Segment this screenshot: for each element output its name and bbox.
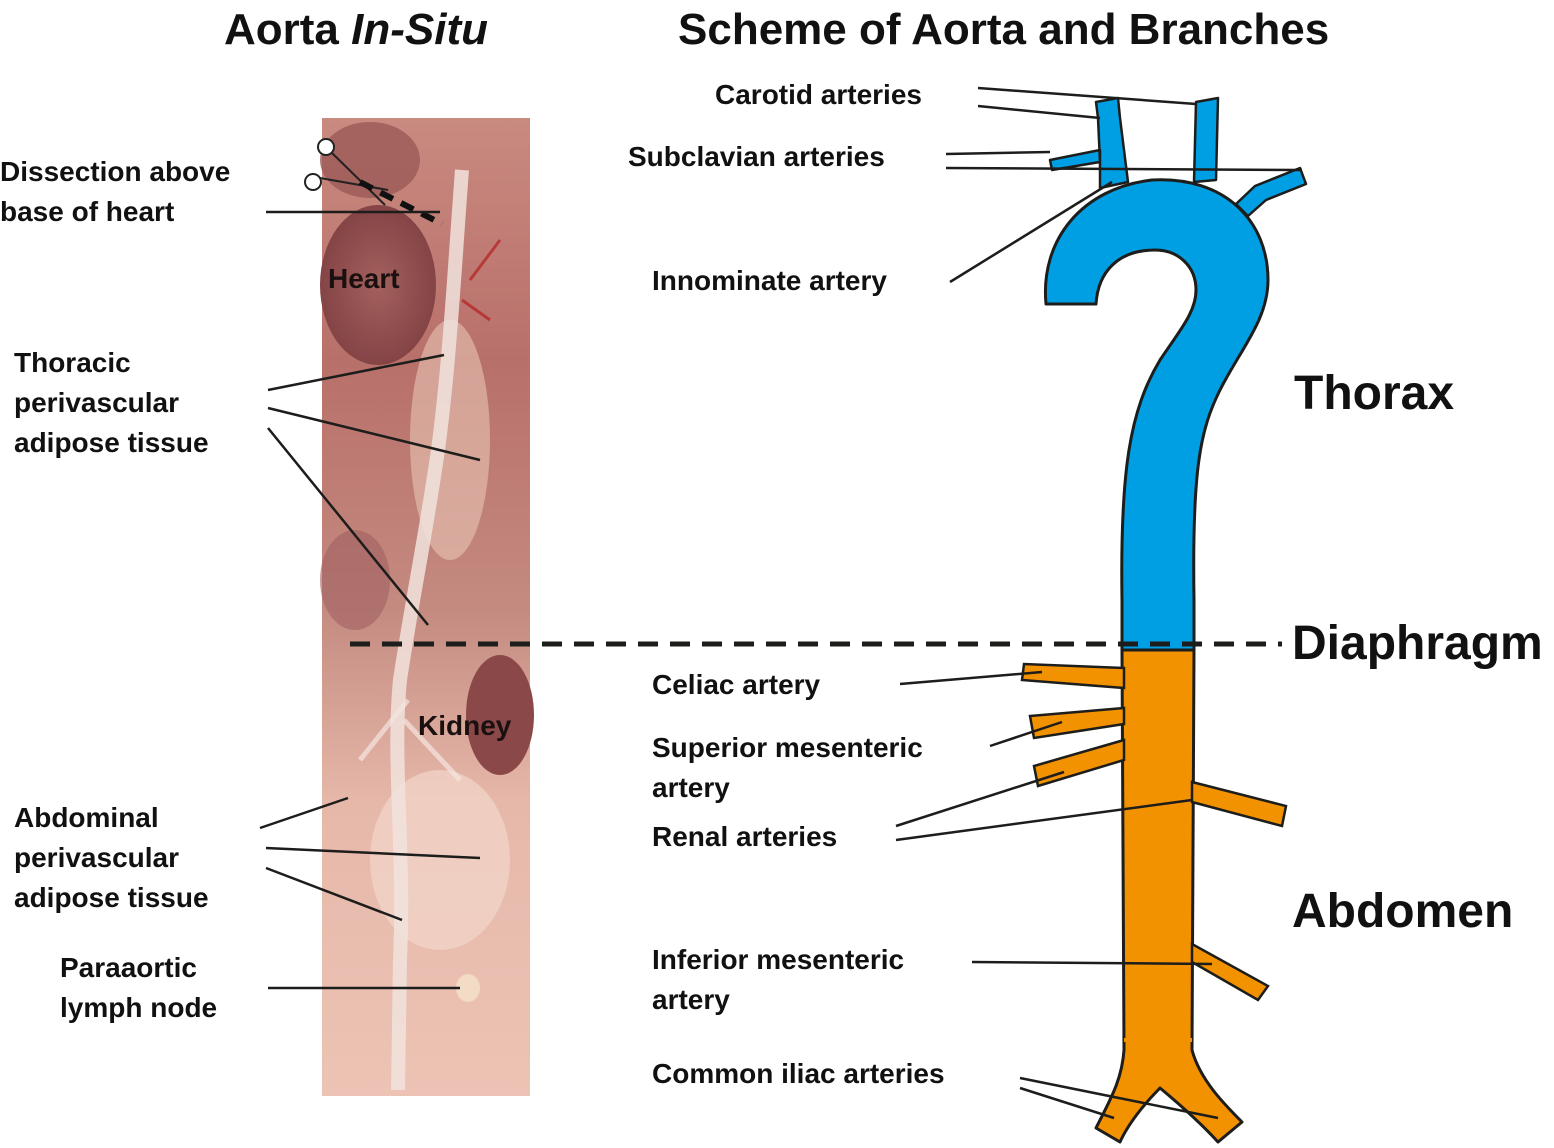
left-leader-lines xyxy=(259,210,481,990)
subclavian-label: Subclavian arteries xyxy=(628,141,885,172)
kidney-tissue xyxy=(466,655,534,775)
carotid-label: Carotid arteries xyxy=(715,79,922,110)
lymph-node-label: Paraaortic lymph node xyxy=(60,952,218,1023)
upper-tissue xyxy=(320,122,420,198)
lymph-node xyxy=(456,974,480,1002)
right-title: Scheme of Aorta and Branches xyxy=(678,5,1330,54)
heart-tissue xyxy=(320,205,436,365)
thoracic-pvat-label: Thoracic perivascular adipose tissue xyxy=(14,347,209,458)
celiac-branch xyxy=(1020,662,1126,690)
iliac-label: Common iliac arteries xyxy=(652,1058,945,1089)
left-title: Aorta In-Situ xyxy=(224,8,488,52)
dissection-label: Dissection above base of heart xyxy=(0,156,231,227)
kidney-label: Kidney xyxy=(418,710,512,741)
left-title-italic: In-Situ xyxy=(351,5,488,54)
ima-branch xyxy=(1190,941,1270,1002)
sma-branch xyxy=(1028,706,1126,740)
left-carotid-branch xyxy=(1192,96,1220,184)
thorax-label: Thorax xyxy=(1294,367,1455,420)
renal-label: Renal arteries xyxy=(652,821,838,852)
ima-label: Inferior mesenteric artery xyxy=(652,944,905,1015)
celiac-label: Celiac artery xyxy=(652,669,821,700)
renal-left-branch xyxy=(1032,738,1126,788)
scheme-leader-lines xyxy=(895,86,1303,1120)
abdominal-aorta xyxy=(1094,648,1244,1144)
abdomen-label: Abdomen xyxy=(1292,885,1514,938)
scissors-icon xyxy=(304,138,389,206)
aorta-in-situ xyxy=(390,169,469,1091)
abdominal-pvat-patch xyxy=(370,770,510,950)
renal-right-branch xyxy=(1190,780,1288,828)
dissection-cut-line xyxy=(358,179,444,227)
innominate-label: Innominate artery xyxy=(652,265,887,296)
lung-lobe xyxy=(320,530,390,630)
thoracic-aorta xyxy=(1043,178,1270,652)
innominate-subclavian-branch xyxy=(1048,96,1130,190)
left-title-main: Aorta xyxy=(224,5,352,54)
left-subclavian-branch xyxy=(1234,166,1308,218)
heart-label: Heart xyxy=(328,263,400,294)
in-situ-photo xyxy=(320,118,534,1096)
abdominal-pvat-label: Abdominal perivascular adipose tissue xyxy=(14,802,209,913)
diaphragm-label: Diaphragm xyxy=(1292,617,1543,670)
sma-label: Superior mesenteric artery xyxy=(652,732,923,803)
